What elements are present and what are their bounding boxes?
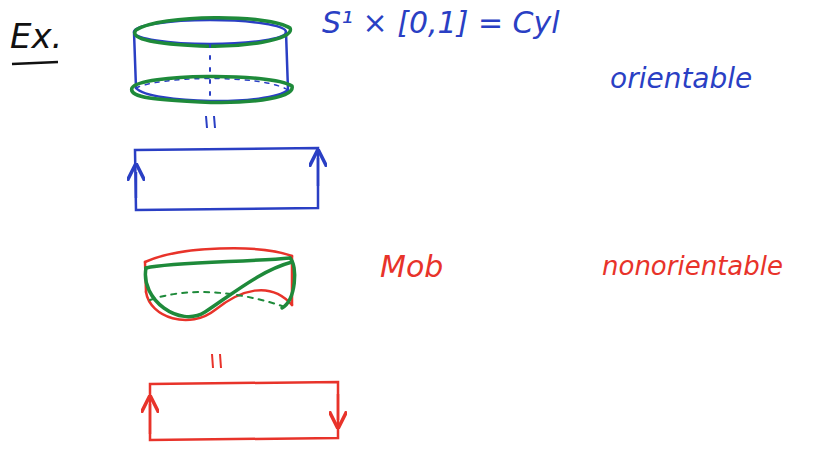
equals-sign <box>212 354 221 368</box>
space-name: Mob <box>380 250 443 283</box>
property-note: nonorientable <box>602 252 783 281</box>
boundary-circle <box>132 76 293 102</box>
edge-arrow <box>149 404 152 434</box>
boundary-curve <box>146 258 290 268</box>
mobius-edge <box>146 290 292 320</box>
cylinder-figure <box>132 18 293 104</box>
cylinder-side <box>286 32 288 90</box>
cylinder-square <box>135 148 318 210</box>
edge-arrow <box>135 172 138 198</box>
edge-arrow <box>317 158 320 186</box>
boundary-curve <box>145 262 292 317</box>
square-outline <box>150 382 338 440</box>
equals-sign <box>206 116 215 128</box>
boundary-curve <box>282 258 295 308</box>
underline <box>12 62 58 64</box>
seam-line <box>209 44 211 104</box>
property-note: orientable <box>610 64 752 95</box>
example-heading: Ex. <box>10 18 62 55</box>
space-formula: S¹ × [0,1] = Cyl <box>322 6 560 39</box>
mobius-square <box>150 382 338 440</box>
square-outline <box>135 148 318 210</box>
cylinder-side <box>134 32 136 88</box>
edge-arrow <box>337 394 340 420</box>
mobius-figure <box>145 248 295 320</box>
boundary-circle <box>135 18 291 47</box>
boundary-back <box>150 292 282 306</box>
